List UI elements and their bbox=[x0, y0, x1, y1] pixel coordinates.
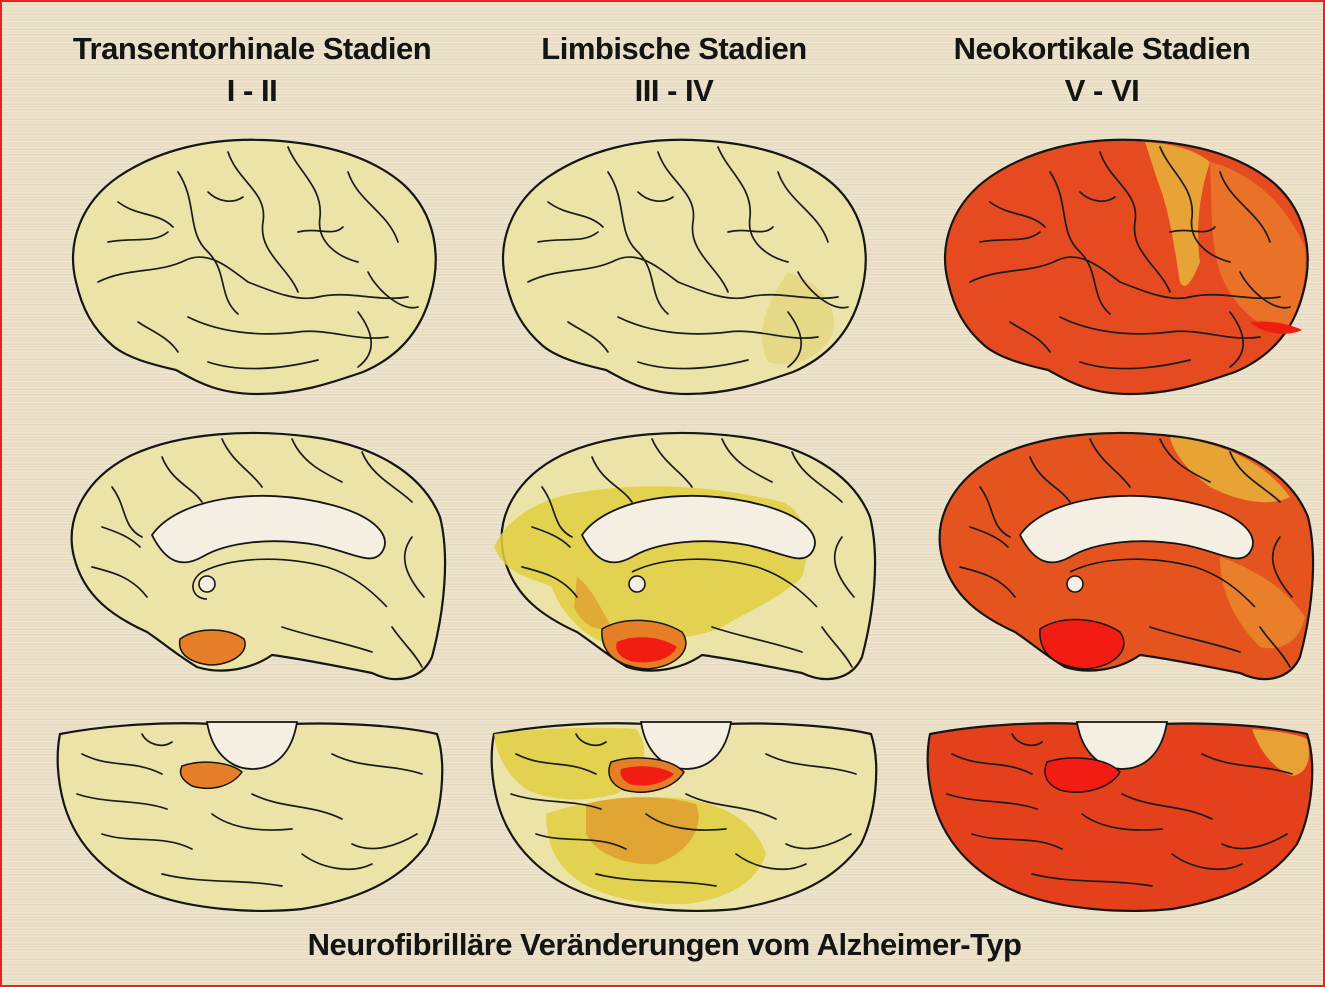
figure-caption: Neurofibrilläre Veränderungen vom Alzhei… bbox=[2, 927, 1325, 963]
column-title-limbic: Limbische Stadien III - IV bbox=[454, 28, 894, 112]
column-title-neocortical: Neokortikale Stadien V - VI bbox=[882, 28, 1322, 112]
column-stages-text: V - VI bbox=[882, 70, 1322, 112]
medial-brain-stage-1-icon bbox=[52, 427, 452, 697]
basal-brain-stage-3-icon bbox=[922, 714, 1322, 914]
medial-brain-stage-2-icon bbox=[482, 427, 882, 697]
lateral-brain-stage-1-icon bbox=[58, 132, 448, 402]
lateral-brain-stage-2-icon bbox=[488, 132, 878, 402]
column-title-transentorhinal: Transentorhinale Stadien I - II bbox=[32, 28, 472, 112]
column-title-text: Transentorhinale Stadien bbox=[32, 28, 472, 70]
medial-brain-stage-3-icon bbox=[920, 427, 1320, 697]
column-stages-text: III - IV bbox=[454, 70, 894, 112]
column-stages-text: I - II bbox=[32, 70, 472, 112]
basal-brain-stage-1-icon bbox=[52, 714, 452, 914]
column-title-text: Neokortikale Stadien bbox=[882, 28, 1322, 70]
column-title-text: Limbische Stadien bbox=[454, 28, 894, 70]
lateral-brain-stage-3-icon bbox=[930, 132, 1320, 402]
basal-brain-stage-2-icon bbox=[486, 714, 886, 914]
